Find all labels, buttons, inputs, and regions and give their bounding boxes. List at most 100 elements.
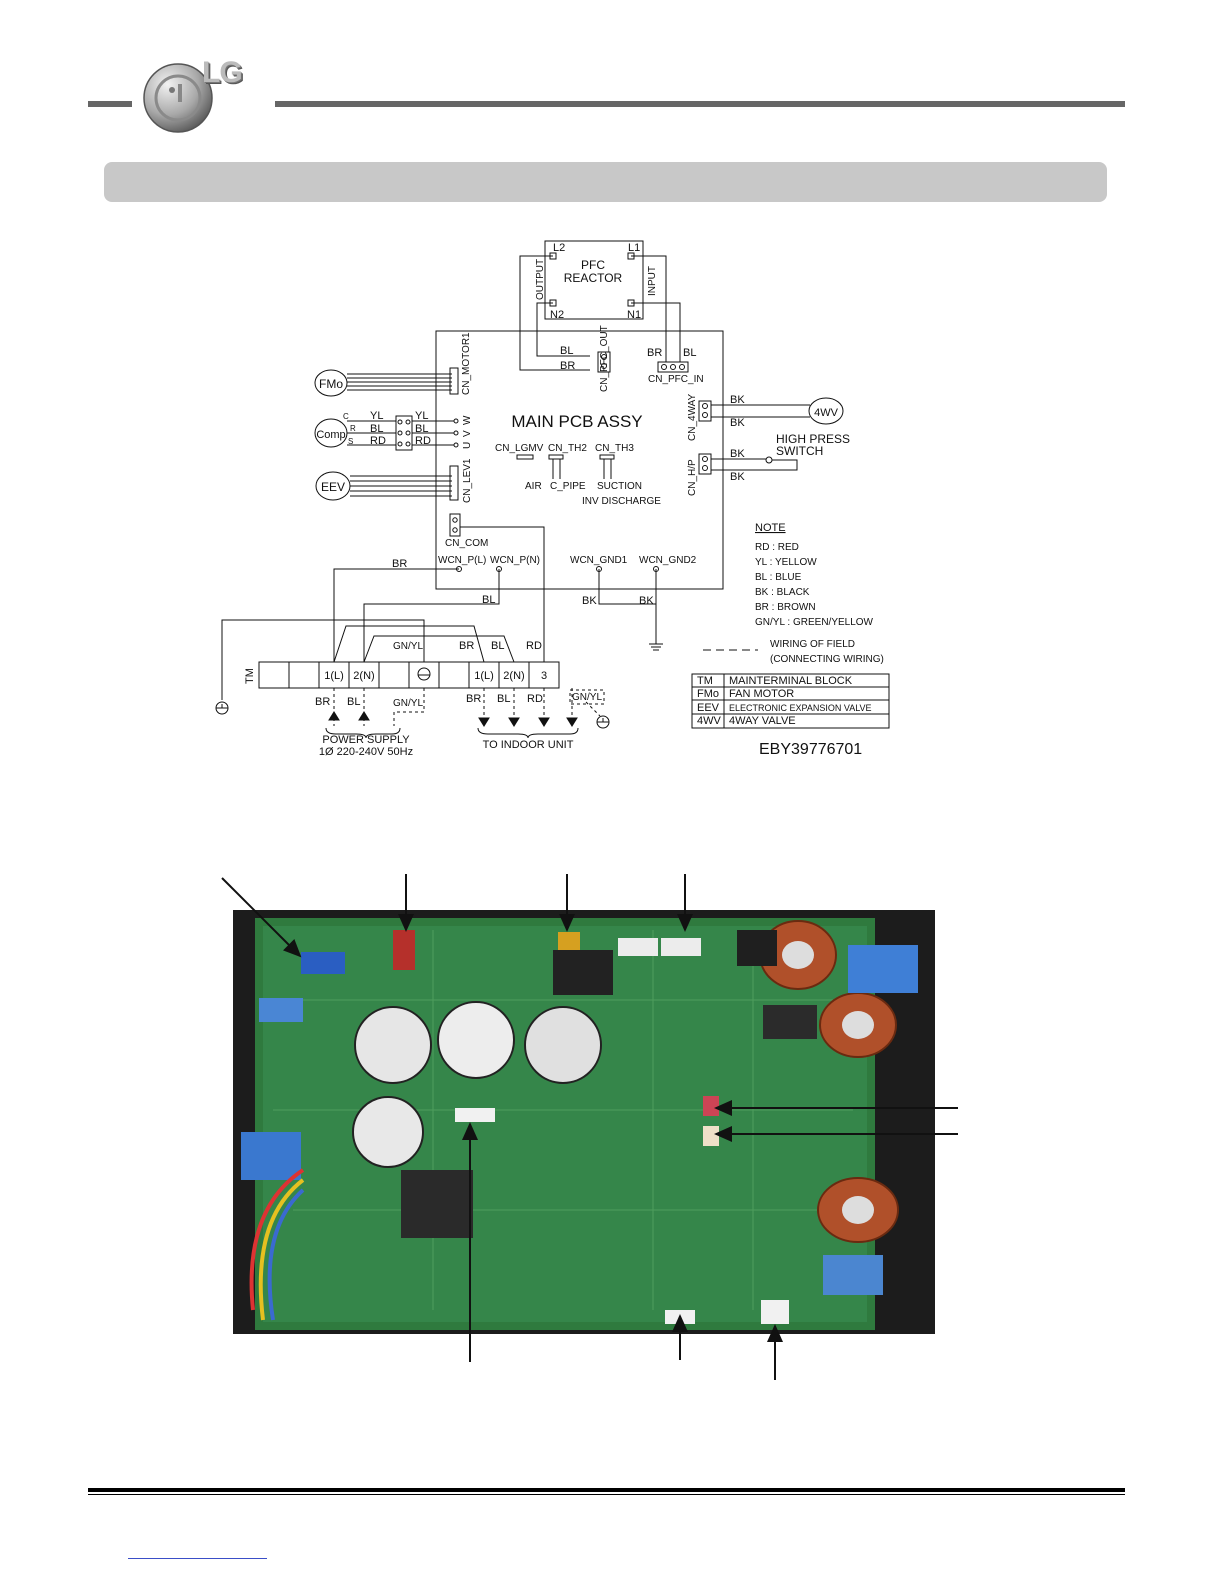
svg-text:SWITCH: SWITCH	[776, 444, 823, 458]
svg-text:BR: BR	[392, 558, 407, 570]
svg-text:NOTE: NOTE	[755, 522, 786, 534]
svg-text:C: C	[343, 412, 349, 421]
svg-text:CN_MOTOR1: CN_MOTOR1	[461, 332, 472, 395]
svg-text:CN_H/P: CN_H/P	[687, 459, 698, 496]
svg-text:EEV: EEV	[321, 480, 345, 494]
section-title-bar	[104, 162, 1107, 202]
four-way-valve-icon	[808, 397, 844, 425]
svg-text:RD: RD	[526, 640, 542, 652]
svg-text:BK: BK	[730, 394, 745, 406]
svg-text:BL: BL	[482, 594, 495, 606]
svg-text:POWER SUPPLY: POWER SUPPLY	[322, 734, 410, 746]
svg-text:YL: YL	[415, 410, 428, 422]
svg-text:CN_TH3: CN_TH3	[595, 443, 634, 454]
header-rule	[88, 101, 132, 107]
svg-text:BL: BL	[347, 696, 360, 708]
lg-logo-icon: LG	[138, 54, 268, 134]
svg-text:GN/YL : GREEN/YELLOW: GN/YL : GREEN/YELLOW	[755, 617, 874, 628]
abbreviation-legend: TM MAINTERMINAL BLOCK FMo FAN MOTOR EEV …	[691, 673, 890, 729]
part-number: EBY39776701	[759, 741, 862, 758]
svg-text:BR : BROWN: BR : BROWN	[755, 602, 816, 613]
svg-text:RD: RD	[527, 693, 543, 705]
svg-text:FMo: FMo	[697, 688, 719, 700]
svg-text:CN_LEV1: CN_LEV1	[462, 458, 473, 503]
svg-text:YL : YELLOW: YL : YELLOW	[755, 557, 817, 568]
svg-text:YL: YL	[370, 410, 383, 422]
svg-text:2(N): 2(N)	[353, 670, 374, 682]
svg-text:BK: BK	[639, 595, 654, 607]
svg-text:GN/YL: GN/YL	[572, 692, 602, 703]
svg-text:4WAY VALVE: 4WAY VALVE	[729, 715, 796, 727]
footer-rule	[88, 1488, 1125, 1492]
svg-text:BL: BL	[683, 347, 696, 359]
svg-text:4WV: 4WV	[814, 407, 839, 419]
svg-text:GN/YL: GN/YL	[393, 698, 423, 709]
svg-text:1(L): 1(L)	[474, 670, 494, 682]
svg-text:BR: BR	[647, 347, 662, 359]
svg-text:BL: BL	[560, 345, 573, 357]
svg-text:W: W	[462, 415, 473, 425]
svg-text:GN/YL: GN/YL	[393, 641, 423, 652]
svg-text:4WV: 4WV	[697, 715, 722, 727]
svg-text:(CONNECTING WIRING): (CONNECTING WIRING)	[770, 654, 884, 665]
svg-text:BK: BK	[582, 595, 597, 607]
photo-callouts	[221, 874, 958, 1380]
svg-text:BR: BR	[560, 360, 575, 372]
svg-text:EEV: EEV	[697, 702, 720, 714]
svg-text:WCN_P(N): WCN_P(N)	[490, 555, 540, 566]
svg-text:BK: BK	[730, 417, 745, 429]
svg-text:1(L): 1(L)	[324, 670, 344, 682]
svg-text:CN_LGMV: CN_LGMV	[495, 443, 544, 454]
main-pcb-frame	[435, 330, 724, 590]
pfc-reactor: PFC REACTOR L2 L1 N2 N1 OUTPUT INPUT	[535, 240, 658, 321]
svg-text:L1: L1	[628, 242, 640, 254]
svg-text:RD : RED: RD : RED	[755, 542, 799, 553]
svg-text:RD: RD	[370, 435, 386, 447]
terminal-block: TM 1(L) 2(N) 1(L) 2(N) 3	[244, 661, 560, 689]
footer-link-underline	[128, 1558, 267, 1559]
svg-text:WCN_GND2: WCN_GND2	[639, 555, 697, 566]
svg-text:REACTOR: REACTOR	[564, 271, 623, 285]
svg-text:AIR: AIR	[525, 481, 542, 492]
svg-text:FMo: FMo	[319, 377, 343, 391]
main-pcb-title: MAIN PCB ASSY	[511, 412, 642, 431]
svg-text:V: V	[462, 430, 473, 437]
svg-text:TM: TM	[697, 675, 713, 687]
svg-text:CN_COM: CN_COM	[445, 538, 488, 549]
svg-text:BL: BL	[370, 423, 383, 435]
svg-text:CN_TH2: CN_TH2	[548, 443, 587, 454]
svg-text:WIRING OF FIELD: WIRING OF FIELD	[770, 639, 855, 650]
svg-text:ELECTRONIC EXPANSION VALVE: ELECTRONIC EXPANSION VALVE	[729, 703, 872, 713]
svg-text:Comp: Comp	[316, 429, 345, 441]
svg-text:BL: BL	[491, 640, 504, 652]
fan-motor-icon	[314, 369, 348, 397]
svg-text:2(N): 2(N)	[503, 670, 524, 682]
svg-text:WCN_GND1: WCN_GND1	[570, 555, 628, 566]
svg-text:CN_4WAY: CN_4WAY	[687, 393, 698, 441]
svg-text:TO INDOOR UNIT: TO INDOOR UNIT	[483, 739, 574, 751]
svg-text:FAN MOTOR: FAN MOTOR	[729, 688, 794, 700]
lg-wordmark: LG	[202, 56, 243, 89]
svg-text:RD: RD	[415, 435, 431, 447]
svg-text:BK: BK	[730, 448, 745, 460]
svg-text:OUTPUT: OUTPUT	[535, 259, 546, 300]
svg-text:SUCTION: SUCTION	[597, 481, 642, 492]
svg-text:C_PIPE: C_PIPE	[550, 481, 586, 492]
svg-text:BK : BLACK: BK : BLACK	[755, 587, 810, 598]
svg-text:BL: BL	[415, 423, 428, 435]
svg-text:BR: BR	[459, 640, 474, 652]
svg-text:BR: BR	[315, 696, 330, 708]
svg-text:MAINTERMINAL BLOCK: MAINTERMINAL BLOCK	[729, 675, 853, 687]
svg-text:N1: N1	[627, 309, 641, 321]
svg-text:BR: BR	[466, 693, 481, 705]
svg-text:WCN_P(L): WCN_P(L)	[438, 555, 486, 566]
lg-logo-circle	[143, 63, 213, 133]
svg-text:PFC: PFC	[581, 258, 605, 272]
svg-text:HIGH PRESS: HIGH PRESS	[776, 432, 850, 446]
wire-color-note: NOTE RD : RED YL : YELLOW BL : BLUE BK :…	[703, 522, 884, 665]
svg-text:CN_PFC_OUT: CN_PFC_OUT	[599, 325, 610, 392]
wiring-diagram: PFC REACTOR L2 L1 N2 N1 OUTPUT INPUT MAI…	[215, 240, 890, 758]
svg-text:CN_PFC_IN: CN_PFC_IN	[648, 374, 704, 385]
svg-text:U: U	[462, 442, 473, 449]
svg-text:3: 3	[541, 670, 547, 682]
